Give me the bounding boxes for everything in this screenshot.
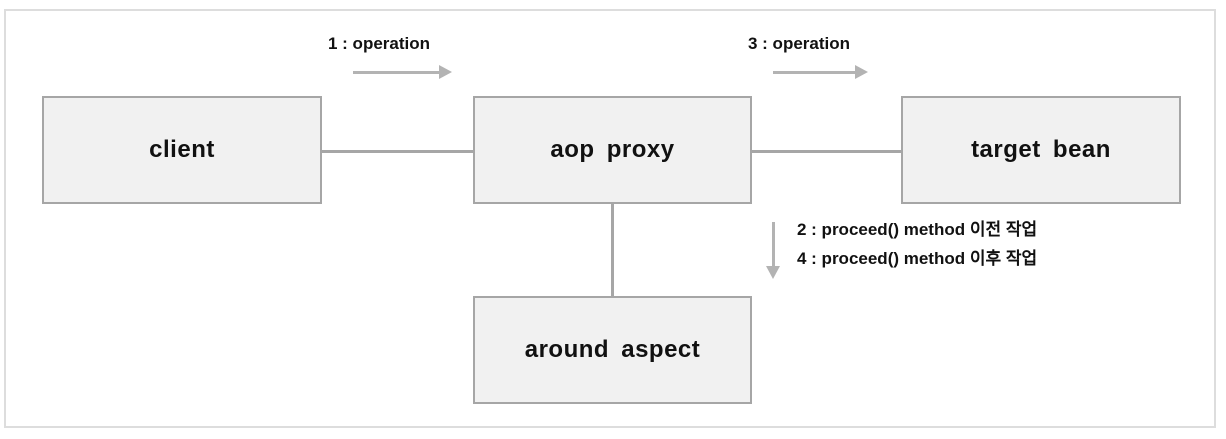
arrow-shaft (773, 71, 855, 74)
annotation-step2: 2 : proceed() method 이전 작업 (797, 220, 1038, 239)
connector-client-aopproxy (322, 150, 473, 153)
arrow-shaft (353, 71, 439, 74)
arrow-head (855, 65, 868, 79)
box-client: client (42, 96, 322, 204)
arrow-shaft (772, 222, 775, 266)
step-2-4-down-arrow-icon (766, 222, 780, 279)
step-3-right-arrow-icon (773, 65, 868, 79)
box-aop-proxy: aop proxy (473, 96, 752, 204)
box-target-bean: target bean (901, 96, 1181, 204)
step-1-right-arrow-icon (353, 65, 452, 79)
box-around-aspect: around aspect (473, 296, 752, 404)
connector-aopproxy-targetbean (752, 150, 901, 153)
annotation-step3: 3 : operation (748, 34, 851, 53)
connector-aopproxy-aroundaspect (611, 204, 614, 296)
annotation-step1: 1 : operation (328, 34, 431, 53)
arrow-head (766, 266, 780, 279)
arrow-head (439, 65, 452, 79)
annotation-step4: 4 : proceed() method 이후 작업 (797, 249, 1038, 268)
